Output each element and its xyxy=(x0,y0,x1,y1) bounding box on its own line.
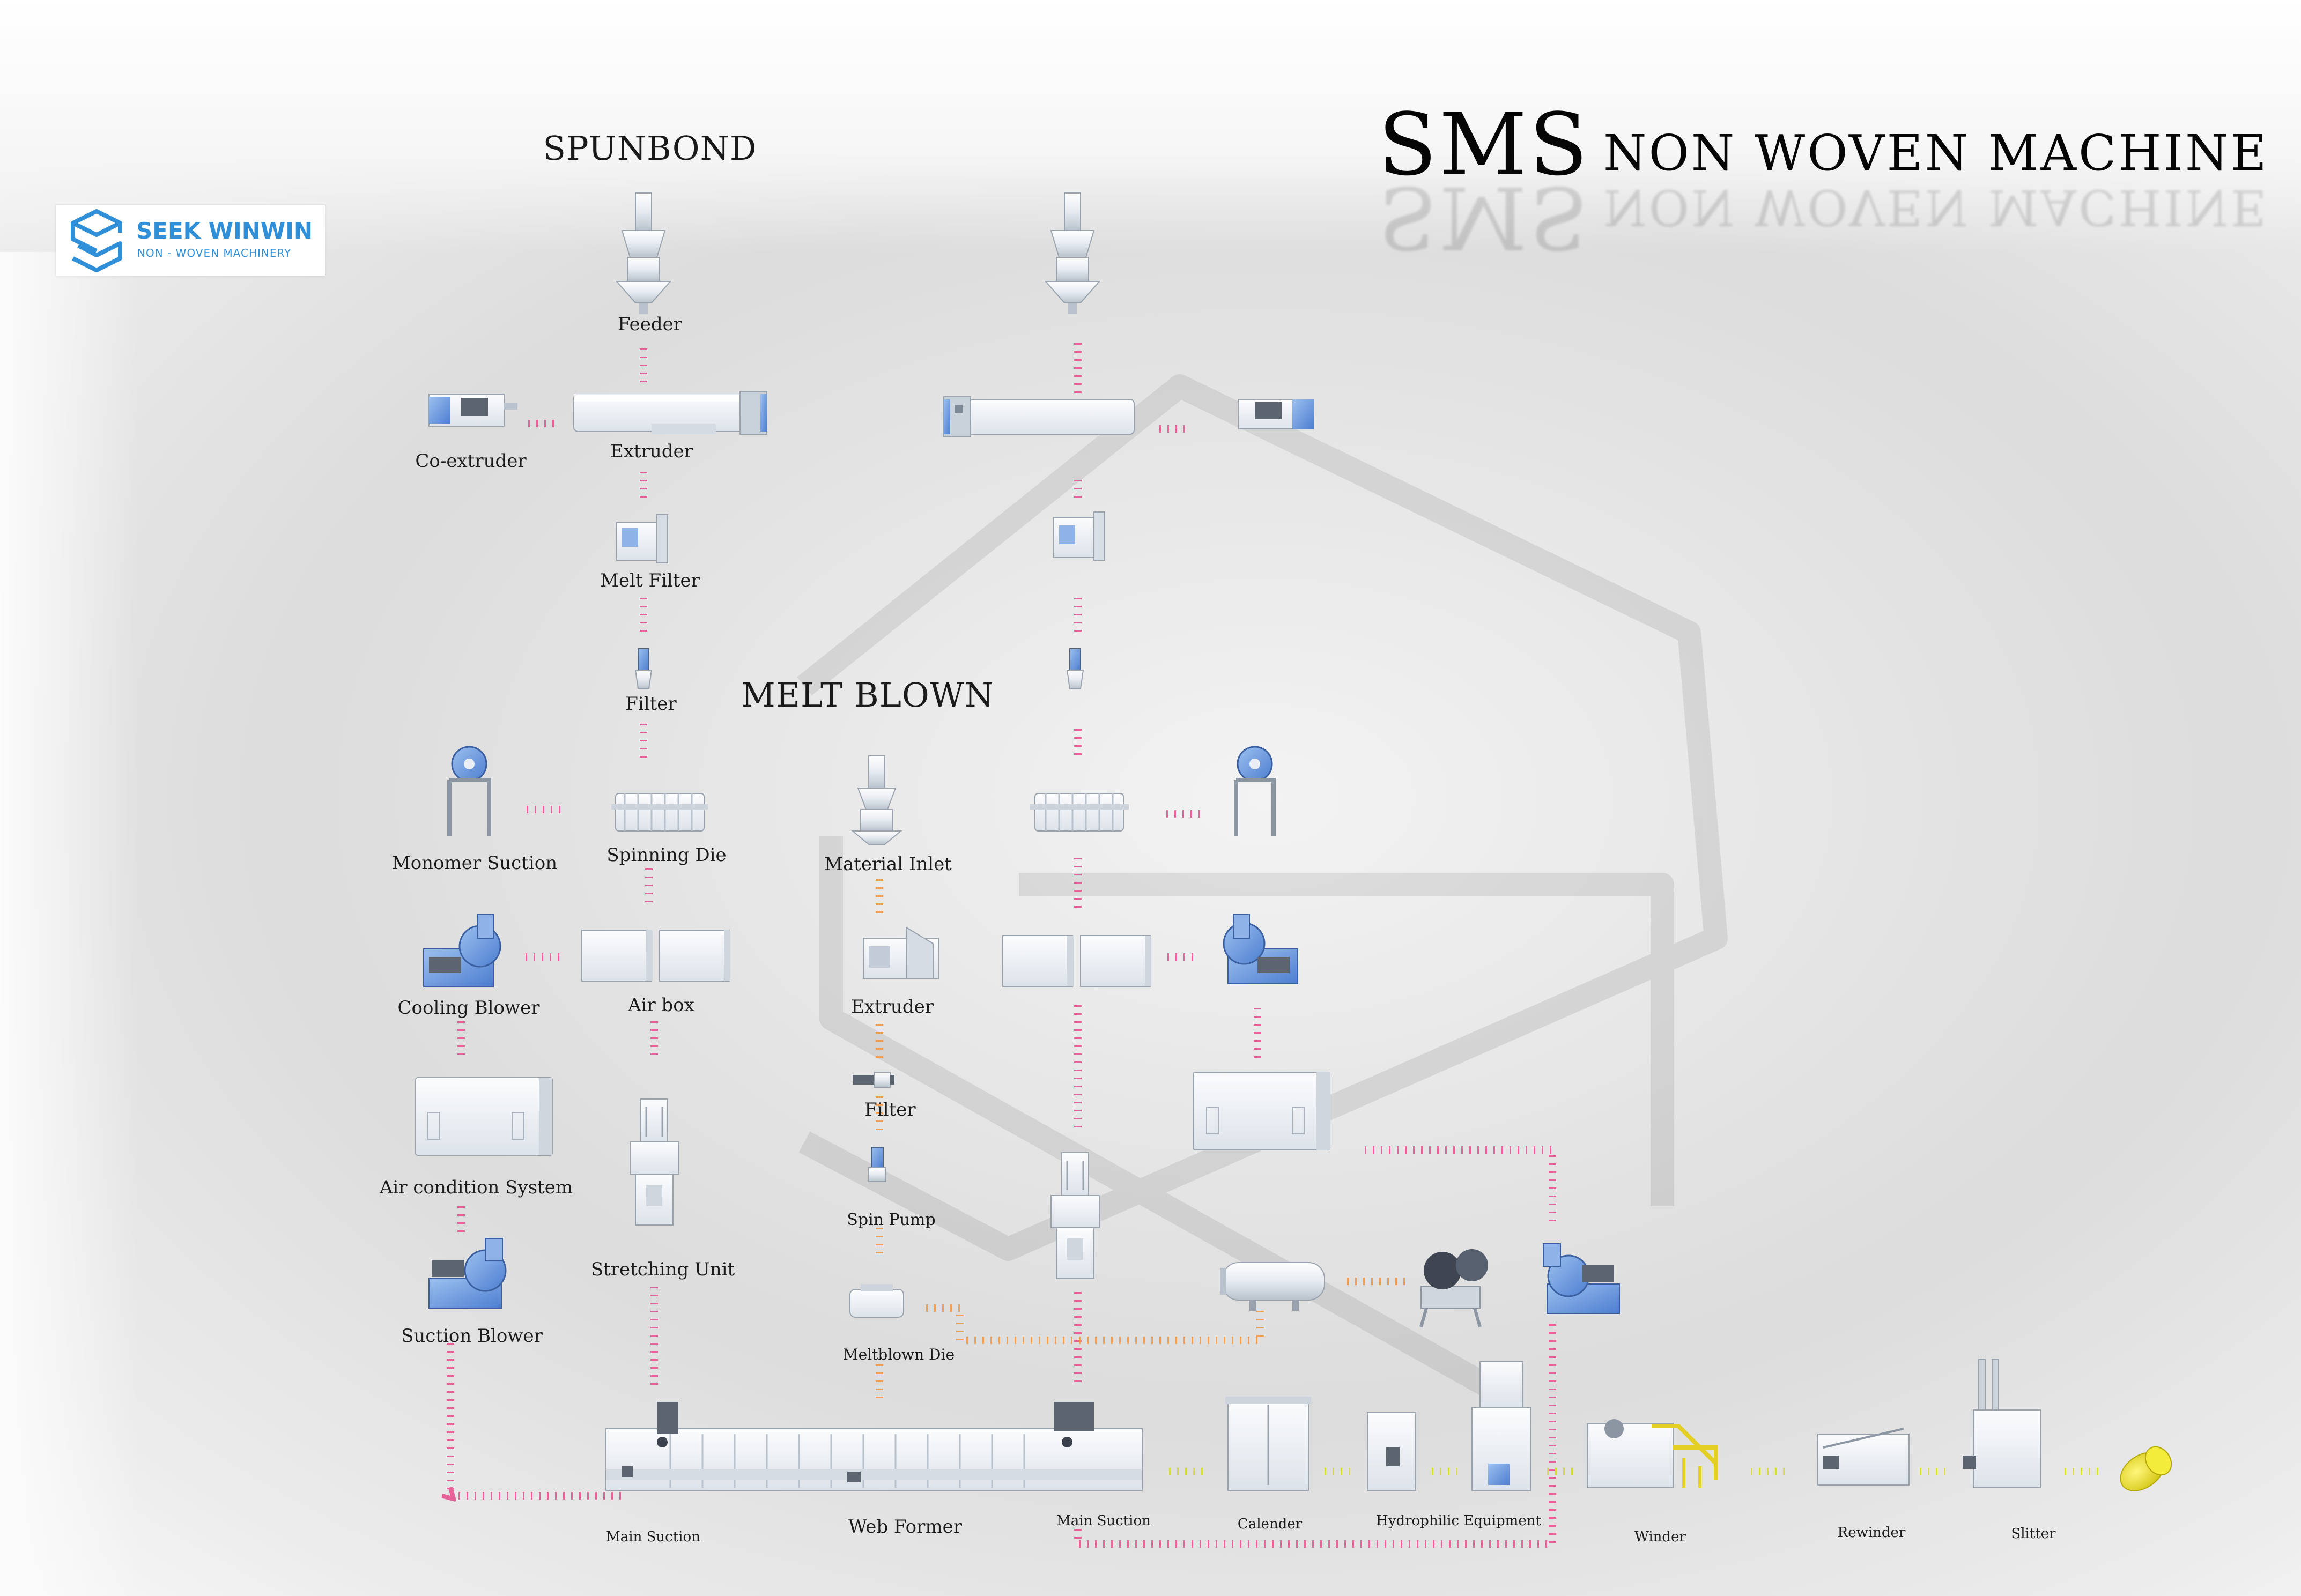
melt-filter-1-icon xyxy=(616,514,668,563)
label-rewinder: Rewinder xyxy=(1837,1525,1906,1541)
mb-filter-icon xyxy=(853,1072,894,1088)
stretching-unit-1-icon xyxy=(630,1098,679,1226)
label-web-former: Web Former xyxy=(848,1516,962,1538)
label-spin-pump: Spin Pump xyxy=(847,1211,936,1229)
melt-filter-2-icon xyxy=(1053,511,1105,561)
top-backdrop xyxy=(0,0,2301,252)
label-cooling-blower: Cooling Blower xyxy=(397,997,540,1019)
spinning-die-2-icon xyxy=(1030,793,1129,832)
material-inlet-icon xyxy=(851,755,902,845)
air-box-1-icon xyxy=(581,930,730,982)
extruder-2-icon xyxy=(943,396,1135,437)
brand-logo: SEEK WINWIN NON - WOVEN MACHINERY xyxy=(56,205,325,276)
label-melt-filter: Melt Filter xyxy=(600,570,700,591)
label-material-inlet: Material Inlet xyxy=(824,853,952,875)
spunbond-1-flow-arrows xyxy=(450,348,658,1496)
title-sub: NON WOVEN MACHINE xyxy=(1603,124,2269,182)
section-spunbond: SPUNBOND xyxy=(543,129,757,168)
cube-logo-icon xyxy=(71,209,122,272)
label-extruder: Extruder xyxy=(610,441,693,462)
label-monomer-suction: Monomer Suction xyxy=(391,852,558,874)
section-meltblown: MELT BLOWN xyxy=(741,675,994,715)
label-calender: Calender xyxy=(1237,1516,1303,1532)
label-air-condition-system: Air condition System xyxy=(379,1177,573,1198)
label-feeder: Feeder xyxy=(617,314,683,335)
air-compressor-icon xyxy=(1419,1249,1488,1327)
mb-extruder-icon xyxy=(863,926,939,979)
title-main-reflection: SMS xyxy=(1378,167,1590,268)
left-backdrop xyxy=(0,252,139,1596)
suction-blower-1-icon xyxy=(428,1238,507,1309)
label-co-extruder: Co-extruder xyxy=(415,450,527,472)
extruder-1-icon xyxy=(573,391,767,435)
filter-2-icon xyxy=(1066,648,1084,689)
label-winder: Winder xyxy=(1634,1529,1686,1545)
meltblown-flow-arrows xyxy=(876,879,1405,1405)
air-box-2-icon xyxy=(1002,935,1151,987)
feeder-2-icon xyxy=(1044,192,1101,314)
spin-pump-icon xyxy=(868,1147,886,1182)
co-extruder-2-icon xyxy=(1238,399,1314,429)
spunbond-2-flow-arrows xyxy=(1074,343,1556,1548)
label-mb-extruder: Extruder xyxy=(851,996,934,1018)
hydrophilic-equipment-icon xyxy=(1367,1361,1531,1491)
slitter-icon xyxy=(1963,1359,2041,1488)
monomer-suction-1-icon xyxy=(447,746,491,836)
label-main-suction: Main Suction xyxy=(606,1529,700,1545)
watermark-logo xyxy=(797,374,1728,1405)
air-condition-system-2-icon xyxy=(1193,1072,1330,1150)
cooling-blower-1-icon xyxy=(423,914,501,987)
suction-blower-2-icon xyxy=(1543,1243,1620,1314)
label-spinning-die: Spinning Die xyxy=(606,844,727,866)
label-slitter: Slitter xyxy=(2011,1526,2056,1542)
co-extruder-1-icon xyxy=(428,394,517,427)
brand-tagline: NON - WOVEN MACHINERY xyxy=(137,247,292,259)
brand-name: SEEK WINWIN xyxy=(136,218,313,244)
spinning-die-1-icon xyxy=(611,793,708,832)
calender-icon xyxy=(1225,1397,1311,1491)
label-main-suction-2: Main Suction xyxy=(1056,1513,1151,1529)
stretching-unit-2-icon xyxy=(1050,1152,1100,1279)
title-main: SMS xyxy=(1378,94,1590,195)
web-former-icon xyxy=(605,1402,1143,1491)
meltblown-die-icon xyxy=(849,1284,904,1318)
cooling-blower-2-icon xyxy=(1223,914,1298,984)
monomer-suction-2-icon xyxy=(1234,746,1276,836)
label-hydrophilic-equipment: Hydrophilic Equipment xyxy=(1376,1513,1541,1529)
winder-icon xyxy=(1587,1419,1718,1488)
rewinder-icon xyxy=(1817,1428,1910,1486)
label-meltblown-die: Meltblown Die xyxy=(842,1346,955,1363)
label-mb-filter: Filter xyxy=(864,1099,916,1120)
label-stretching-unit: Stretching Unit xyxy=(590,1259,735,1280)
air-condition-system-1-icon xyxy=(415,1077,553,1156)
title-sub-reflection: NON WOVEN MACHINE xyxy=(1603,179,2269,236)
feeder-1-icon xyxy=(615,192,672,314)
label-suction-blower: Suction Blower xyxy=(401,1325,543,1347)
filter-1-icon xyxy=(634,648,653,689)
finished-roll-icon xyxy=(2120,1446,2172,1491)
label-filter: Filter xyxy=(625,693,677,715)
label-air-box: Air box xyxy=(628,994,694,1016)
air-heater-icon xyxy=(1220,1262,1325,1311)
